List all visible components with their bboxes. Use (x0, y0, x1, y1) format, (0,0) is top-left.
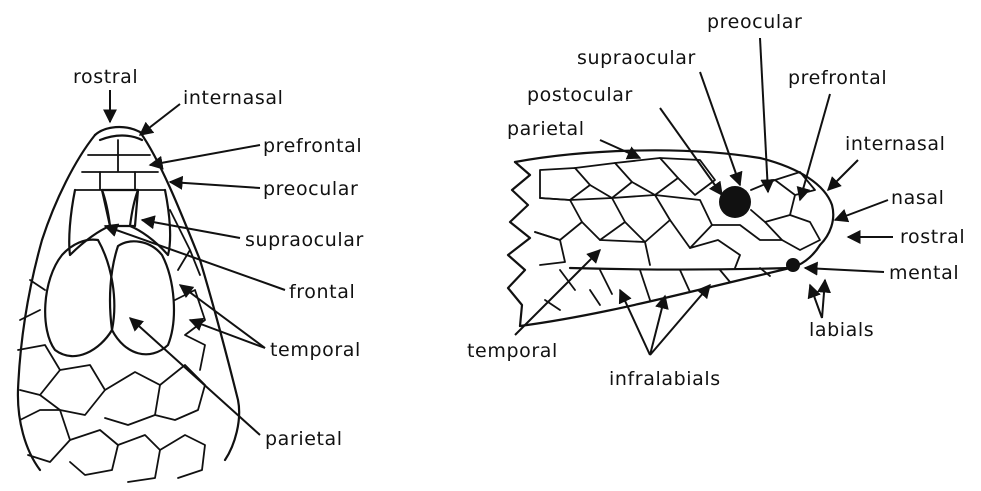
label-rostral: rostral (73, 66, 138, 88)
label-supraocular-l: supraocular (577, 47, 696, 69)
label-temporal-lateral: temporal (467, 250, 600, 362)
label-infralabials-l: infralabials (609, 368, 721, 390)
label-parietal-l: parietal (507, 118, 585, 140)
label-postocular-l: postocular (527, 84, 633, 106)
label-prefrontal-l: prefrontal (788, 67, 887, 89)
eye-icon (719, 186, 751, 218)
label-mental-l: mental (889, 262, 959, 284)
dorsal-view-diagram: rostral internasal prefrontal preocular … (18, 66, 364, 482)
label-supraocular: supraocular (245, 229, 364, 251)
label-rostral-l: rostral (900, 226, 965, 248)
label-labials-l: labials (809, 319, 874, 341)
label-mental-lateral: mental (805, 262, 959, 284)
label-parietal: parietal (265, 428, 343, 450)
label-rostral-dorsal: rostral (73, 66, 138, 122)
label-temporal-l: temporal (467, 340, 558, 362)
label-internasal: internasal (183, 87, 283, 109)
label-internasal-l: internasal (845, 133, 945, 155)
label-temporal: temporal (270, 339, 361, 361)
label-internasal-lateral: internasal (828, 133, 945, 190)
lateral-head-outline (508, 150, 833, 326)
label-preocular: preocular (263, 178, 358, 200)
label-nasal-lateral: nasal (835, 187, 945, 220)
label-supraocular-dorsal: supraocular (142, 220, 364, 251)
label-infralabials-lateral: infralabials (609, 285, 721, 390)
label-preocular-lateral: preocular (707, 11, 802, 192)
label-frontal: frontal (289, 281, 355, 303)
label-rostral-lateral: rostral (848, 226, 965, 248)
label-preocular-l: preocular (707, 11, 802, 33)
label-preocular-dorsal: preocular (170, 178, 358, 200)
label-internasal-dorsal: internasal (140, 87, 283, 135)
label-labials-lateral: labials (809, 280, 874, 341)
label-prefrontal: prefrontal (263, 135, 362, 157)
lateral-view-diagram: preocular supraocular prefrontal postocu… (467, 11, 965, 390)
label-nasal-l: nasal (891, 187, 945, 209)
label-prefrontal-dorsal: prefrontal (150, 135, 362, 165)
